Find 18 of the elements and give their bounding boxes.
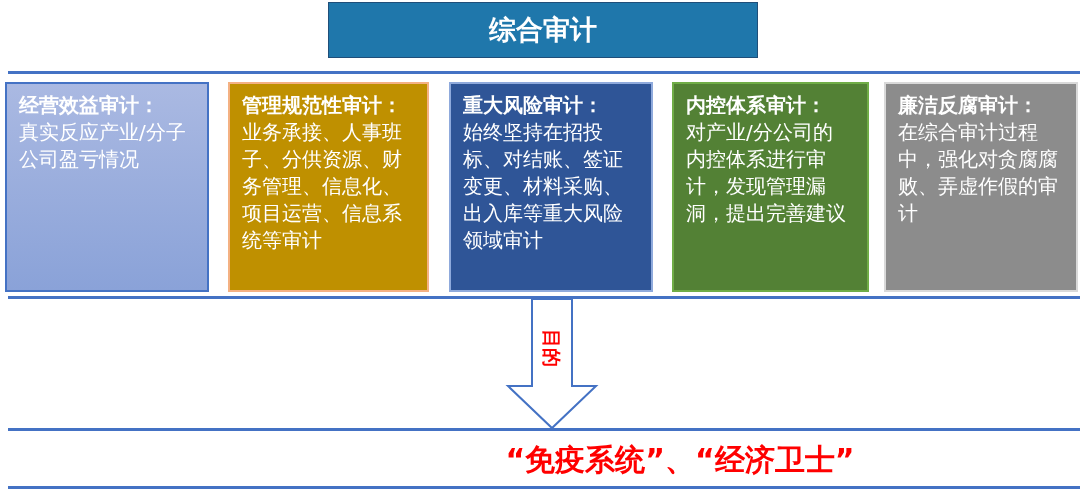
audit-card: [228, 82, 429, 292]
card-description: 业务承接、人事班子、分供资源、财务管理、信息化、项目运营、信息系统等审计: [242, 119, 403, 254]
title-box: 综合审计: [328, 2, 758, 58]
edge-label: 目的: [540, 329, 564, 367]
audit-card: [5, 82, 209, 292]
audit-card: [884, 82, 1078, 292]
card-heading: 经营效益审计：: [19, 92, 160, 119]
card-description: 在综合审计过程中，强化对贪腐腐败、弄虚作假的审计: [898, 119, 1059, 227]
card-description: 对产业/分公司的内控体系进行审计，发现管理漏洞，提出完善建议: [686, 119, 847, 227]
card-heading: 内控体系审计：: [686, 92, 827, 119]
card-description: 真实反应产业/分子公司盈亏情况: [19, 119, 187, 173]
card-description: 始终坚持在招投标、对结账、签证变更、材料采购、出入库等重大风险领域审计: [463, 119, 624, 254]
card-heading: 重大风险审计：: [463, 92, 604, 119]
audit-card: [672, 82, 869, 292]
result-text: “免疫系统”、“经济卫士”: [440, 438, 920, 482]
audit-card: [449, 82, 653, 292]
card-heading: 廉洁反腐审计：: [898, 92, 1039, 119]
card-heading: 管理规范性审计：: [242, 92, 403, 119]
